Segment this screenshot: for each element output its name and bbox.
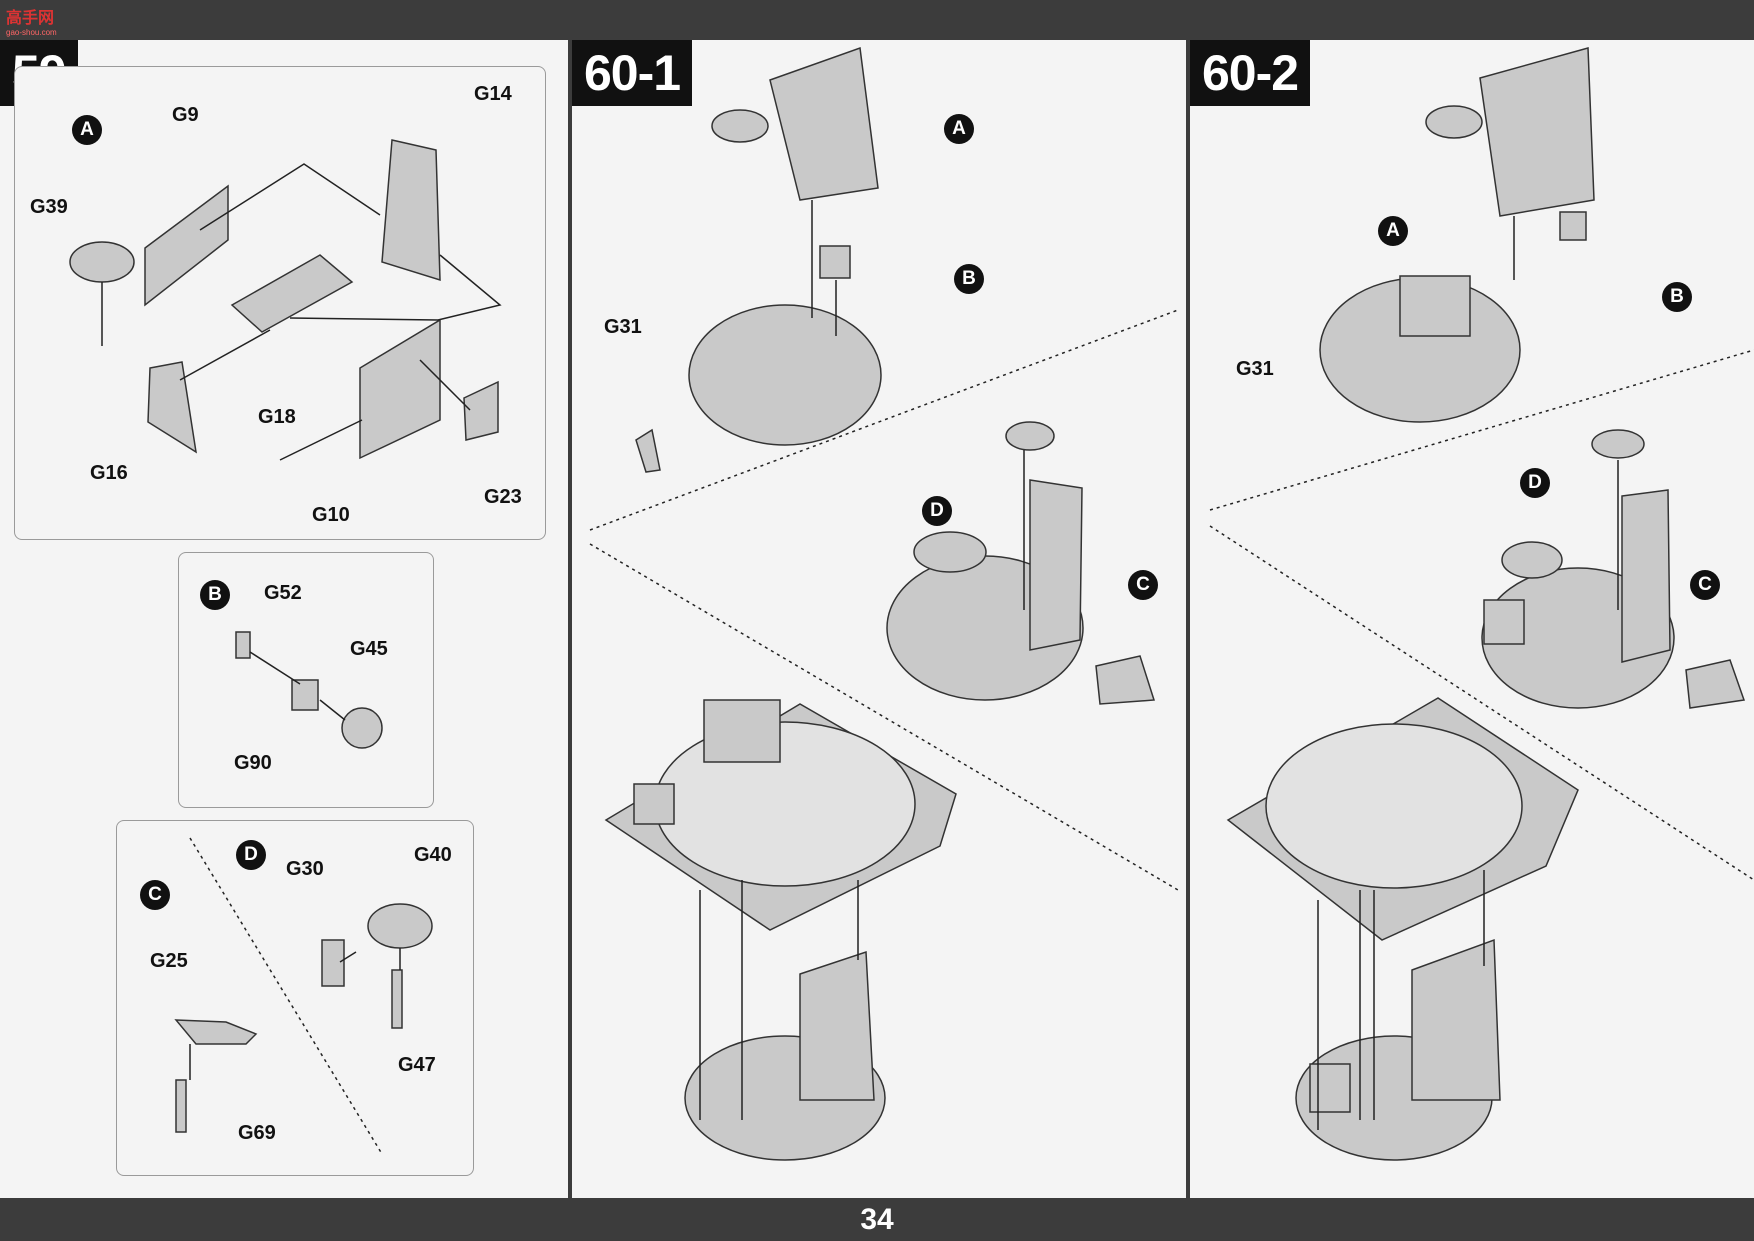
panel-divider: [1186, 40, 1190, 1198]
badge-c: C: [140, 880, 170, 910]
part-label: G25: [150, 950, 188, 972]
bottom-bar: [0, 1198, 1754, 1241]
badge-d: D: [1520, 468, 1550, 498]
part-label: G16: [90, 462, 128, 484]
step-number-60-1: 60-1: [572, 40, 693, 106]
part-label: G47: [398, 1054, 436, 1076]
part-label: G45: [350, 638, 388, 660]
badge-a: A: [944, 114, 974, 144]
badge-c: C: [1128, 570, 1158, 600]
part-label: G10: [312, 504, 350, 526]
part-label: G39: [30, 196, 68, 218]
badge-a: A: [72, 115, 102, 145]
badge-d: D: [236, 840, 266, 870]
part-label: G40: [414, 844, 452, 866]
panel-divider: [568, 40, 572, 1198]
badge-b: B: [954, 264, 984, 294]
part-label: G52: [264, 582, 302, 604]
step-number-60-2: 60-2: [1190, 40, 1311, 106]
part-label: G69: [238, 1122, 276, 1144]
part-label: G90: [234, 752, 272, 774]
panel-step-60-1: [572, 40, 1186, 1198]
badge-c: C: [1690, 570, 1720, 600]
part-label: G23: [484, 486, 522, 508]
page-number: 34: [860, 1203, 894, 1236]
badge-b: B: [1662, 282, 1692, 312]
top-bar: [0, 0, 1754, 40]
part-label: G14: [474, 83, 512, 105]
part-label: G9: [172, 104, 199, 126]
badge-d: D: [922, 496, 952, 526]
part-label: G31: [1236, 358, 1274, 380]
part-label: G18: [258, 406, 296, 428]
badge-b: B: [200, 580, 230, 610]
part-label: G30: [286, 858, 324, 880]
part-label: G31: [604, 316, 642, 338]
badge-a: A: [1378, 216, 1408, 246]
